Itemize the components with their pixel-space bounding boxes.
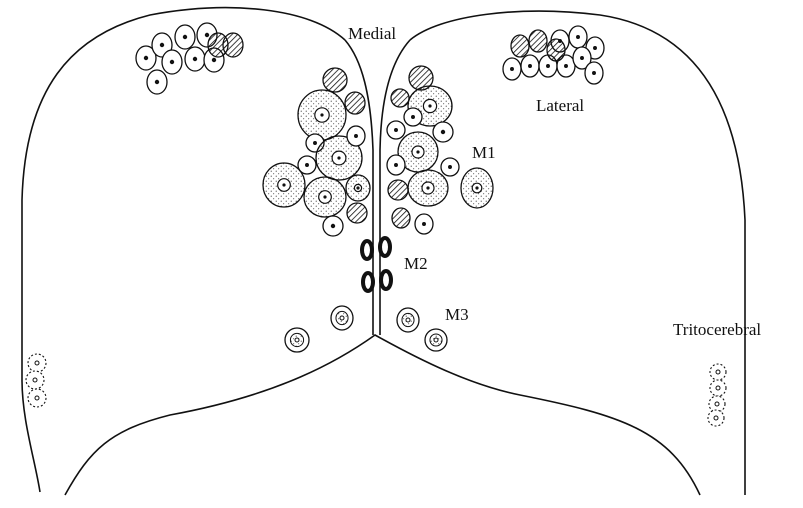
right-lobe-outline [410, 11, 745, 495]
right-cluster-cell [585, 62, 603, 84]
left-cluster-cell [147, 70, 167, 94]
label-m3: M3 [445, 305, 469, 325]
m1-left-cell [298, 90, 346, 140]
left-cluster-cell [175, 25, 195, 49]
left-cluster-cell [162, 50, 182, 74]
m1-left-cell [346, 175, 370, 201]
inner-lower-arch [65, 335, 700, 495]
tritocerebral-cell [26, 371, 44, 389]
tritocerebral-cell [708, 410, 724, 426]
m1-right-cell [392, 208, 410, 228]
m1-right-cell [391, 89, 409, 107]
tritocerebral-cell [710, 364, 726, 380]
m1-left-cell [304, 177, 346, 217]
m1-right-cell [461, 168, 493, 208]
m1-left-cell [345, 92, 365, 114]
tritocerebral-cell [28, 354, 46, 372]
m1-right-cell [441, 158, 459, 176]
m2-cell [381, 271, 391, 289]
m1-left-cell [323, 216, 343, 236]
m2-cell [362, 241, 372, 259]
right-cluster-cell [529, 30, 547, 52]
label-lateral: Lateral [536, 96, 584, 116]
left-lobe-outline [22, 8, 345, 492]
m2-cell [380, 238, 390, 256]
right-cluster-cell [511, 35, 529, 57]
right-cluster-cell [569, 26, 587, 48]
m3-cell [425, 329, 447, 351]
tritocerebral-cell [28, 389, 46, 407]
m1-right-cell [415, 214, 433, 234]
tritocerebral-cell [709, 396, 725, 412]
m1-left-cell [323, 68, 347, 92]
m1-left-cell [347, 126, 365, 146]
label-m1: M1 [472, 143, 496, 163]
neuron-cells [26, 23, 726, 426]
right-cluster-cell [547, 39, 565, 61]
m1-left-cell [347, 203, 367, 223]
left-cluster-cell [185, 47, 205, 71]
m1-left-cell [263, 163, 305, 207]
m1-right-cell [387, 121, 405, 139]
m2-cell [363, 273, 373, 291]
m1-right-cell [433, 122, 453, 142]
right-cluster-cell [503, 58, 521, 80]
m3-cell [331, 306, 353, 330]
label-m2: M2 [404, 254, 428, 274]
right-cluster-cell [521, 55, 539, 77]
tritocerebral-cell [710, 380, 726, 396]
m1-right-cell [387, 155, 405, 175]
left-cluster-cell [223, 33, 243, 57]
m1-right-cell [404, 108, 422, 126]
m3-cell [397, 308, 419, 332]
label-tritocerebral: Tritocerebral [673, 320, 761, 340]
m3-cell [285, 328, 309, 352]
m1-right-cell [388, 180, 408, 200]
label-medial: Medial [348, 24, 396, 44]
m1-right-cell [408, 170, 448, 206]
